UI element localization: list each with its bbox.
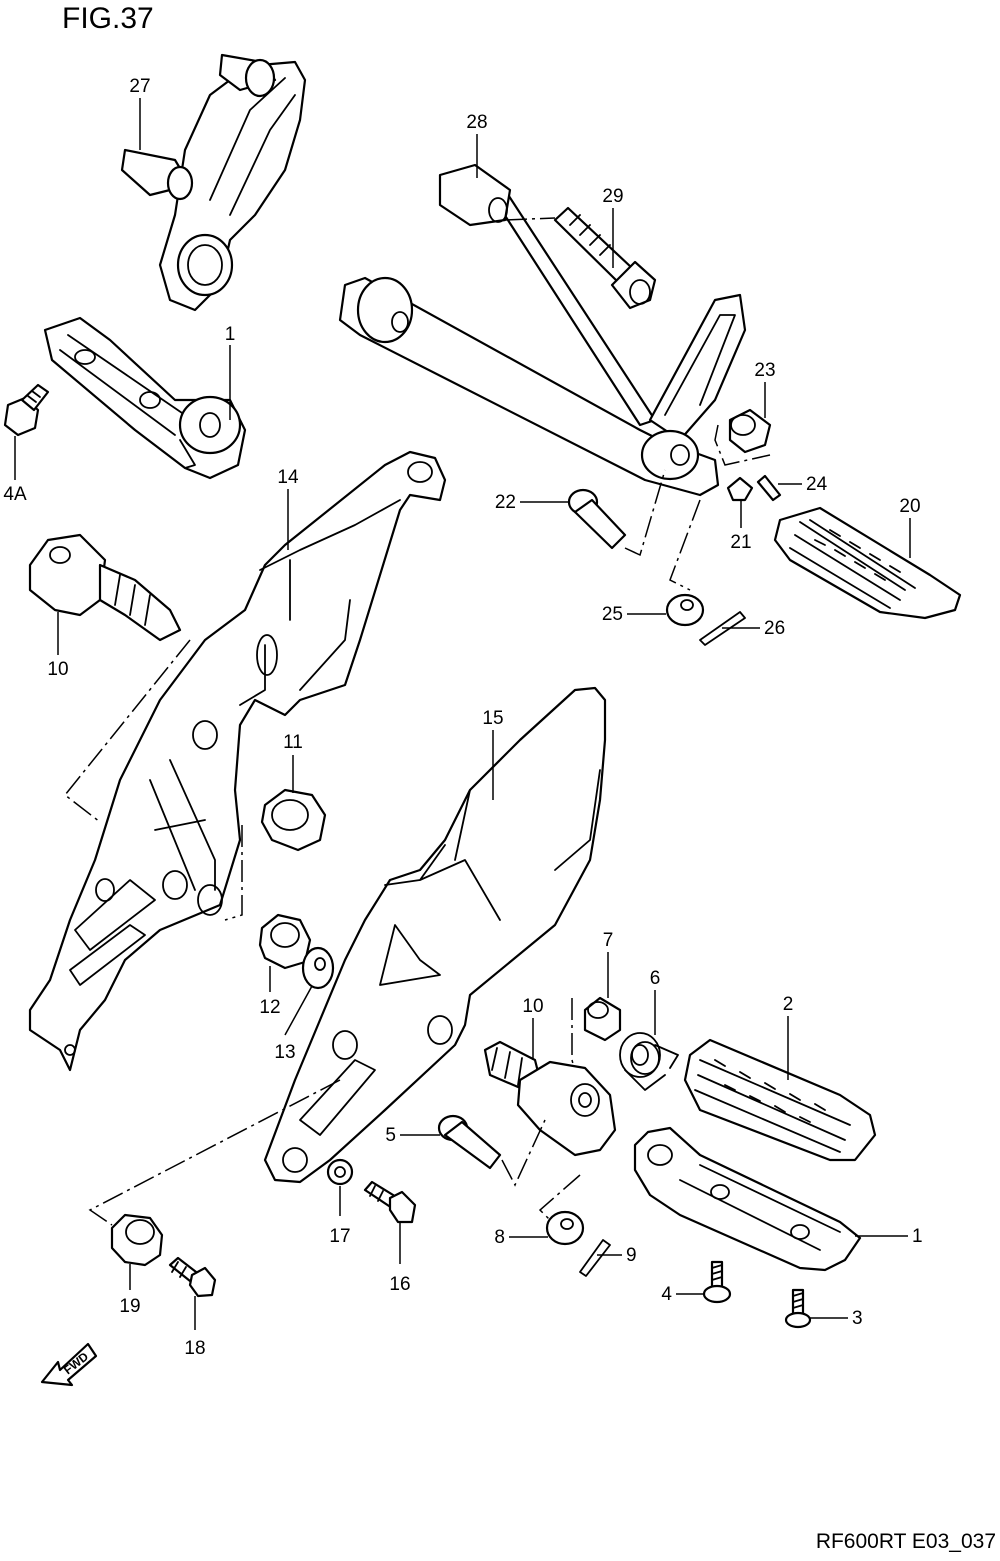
part-11-nut (260, 788, 327, 852)
callout-16: 16 (389, 1274, 410, 1295)
part-15-footrest-bracket (263, 686, 607, 1184)
callout-21: 21 (730, 532, 751, 553)
callout-12: 12 (259, 997, 280, 1018)
callout-1-lower: 1 (912, 1226, 923, 1247)
callout-29: 29 (602, 186, 623, 207)
callout-19: 19 (119, 1296, 140, 1317)
part-28-bracket (338, 163, 747, 497)
callout-23: 23 (754, 360, 775, 381)
part-21-ball (726, 476, 754, 502)
part-1-footrest-bracket-upper (43, 316, 247, 480)
part-24-pin (756, 474, 782, 502)
part-9-cotter-pin (579, 1239, 611, 1277)
callout-10-right: 10 (522, 996, 543, 1017)
part-6-spring (619, 1032, 679, 1091)
callout-1-upper: 1 (225, 324, 236, 345)
callout-7: 7 (603, 930, 614, 951)
callout-10-left: 10 (47, 659, 68, 680)
callout-25: 25 (602, 604, 623, 625)
callout-8: 8 (494, 1227, 505, 1248)
fwd-arrow-icon: FWD (40, 1342, 98, 1387)
callout-4: 4 (661, 1284, 672, 1305)
part-3-screw (784, 1288, 812, 1329)
part-20-footpeg-rubber (773, 506, 962, 620)
callout-17: 17 (329, 1226, 350, 1247)
part-5-pin (437, 1114, 502, 1170)
part-16-bolt (363, 1180, 417, 1224)
callout-14: 14 (277, 467, 299, 488)
callout-5: 5 (385, 1125, 396, 1146)
part-8-washer (545, 1210, 585, 1246)
figure-code: RF600RT E03_037 (815, 1530, 996, 1553)
part-18-bolt (168, 1256, 217, 1298)
callout-26: 26 (764, 618, 785, 639)
part-4a-screw (3, 383, 50, 437)
callout-3: 3 (852, 1308, 863, 1329)
callout-4a: 4A (3, 484, 27, 505)
callout-2: 2 (783, 994, 794, 1015)
callout-18: 18 (184, 1338, 205, 1359)
part-27-bracket (120, 53, 307, 312)
callout-9: 9 (626, 1245, 637, 1266)
callout-22: 22 (495, 492, 516, 513)
part-10-pivot-left (28, 533, 182, 642)
part-13-washer (301, 946, 335, 990)
callout-28: 28 (466, 112, 487, 133)
part-22-pin (567, 488, 627, 550)
part-25-washer (665, 593, 705, 627)
part-7-bushing (583, 996, 622, 1042)
part-14-footrest-bracket (28, 450, 447, 1072)
callout-15: 15 (482, 708, 503, 729)
part-1-footrest-bracket-lower (633, 1126, 862, 1272)
part-26-cotter-pin (699, 611, 746, 646)
callout-24: 24 (806, 474, 828, 495)
callout-11: 11 (283, 732, 303, 753)
part-23-cap (728, 408, 772, 454)
part-4-screw (702, 1260, 732, 1304)
callout-13: 13 (274, 1042, 295, 1063)
part-17-washer (326, 1158, 354, 1186)
figure-title: FIG.37 (62, 2, 154, 35)
part-19-collar (110, 1213, 164, 1267)
part-2-footpeg-rubber (683, 1038, 877, 1162)
part-10-pivot-right (483, 1040, 617, 1157)
callout-6: 6 (650, 968, 661, 989)
part-12-nut (258, 913, 312, 970)
callout-20: 20 (899, 496, 920, 517)
callout-27: 27 (129, 76, 150, 97)
